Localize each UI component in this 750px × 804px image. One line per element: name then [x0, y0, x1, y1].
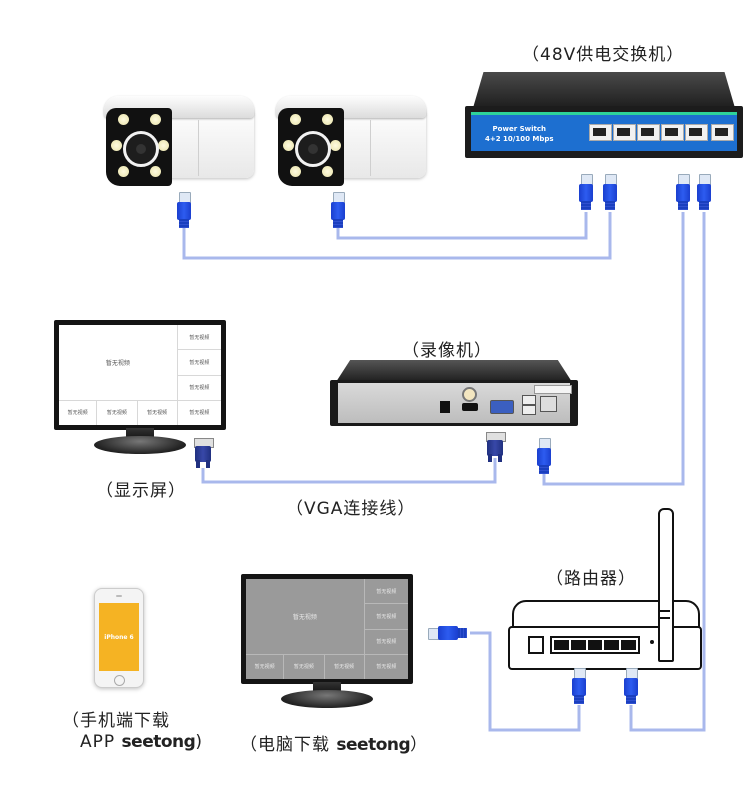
usb-port	[522, 395, 536, 405]
display-label: （显示屏）	[96, 481, 186, 501]
router-power-port	[528, 636, 544, 654]
switch-poe-port	[637, 124, 660, 141]
video-cell: 暂无视频	[364, 604, 408, 629]
phone-app-name: seetong	[121, 732, 196, 752]
switch-panel: Power Switch 4+2 10/100 Mbps	[471, 112, 737, 151]
nvr-vga-plug	[486, 432, 506, 462]
switch-rj45-plug	[603, 174, 617, 210]
video-cell: 暂无视频	[246, 654, 284, 679]
router-rj45-plug	[624, 668, 638, 704]
switch-uplink-port	[685, 124, 708, 141]
video-cell: 暂无视频	[97, 400, 137, 425]
switch-top	[473, 72, 735, 108]
video-cell: 暂无视频	[177, 350, 221, 375]
switch-brand-line2: 4+2 10/100 Mbps	[485, 135, 554, 143]
phone-label-prefix: APP	[80, 732, 122, 752]
cable-vga	[201, 458, 497, 484]
cable-camera1-switch	[182, 212, 612, 260]
pc-rj45-plug	[428, 626, 468, 640]
smartphone: iPhone 6	[94, 588, 144, 688]
video-cell: 暂无视频	[177, 400, 221, 425]
nvr-rj45-plug	[537, 438, 551, 474]
router-ports	[550, 636, 640, 654]
pc-monitor-screen: 暂无视频 暂无视频 暂无视频 暂无视频 暂无视频 暂无视频 暂无视频 暂无视频	[246, 579, 408, 679]
cable-switch-router	[629, 212, 706, 732]
dc-power-port	[440, 401, 450, 413]
switch-rj45-plug	[579, 174, 593, 210]
switch-poe-port	[661, 124, 684, 141]
switch-brand: Power Switch 4+2 10/100 Mbps	[485, 124, 554, 144]
monitor-screen: 暂无视频 暂无视频 暂无视频 暂无视频 暂无视频 暂无视频 暂无视频 暂无视频	[59, 325, 221, 425]
phone-label-suffix: )	[195, 732, 203, 752]
pc-download-label: （电脑下载 seetong）	[240, 730, 428, 755]
router-rj45-plug	[572, 668, 586, 704]
pc-label-suffix: ）	[410, 735, 429, 755]
vga-cable-label: （VGA连接线）	[286, 499, 416, 519]
camera2-rj45-plug	[331, 192, 345, 228]
vga-port	[490, 400, 514, 414]
video-cell: 暂无视频	[324, 654, 364, 679]
nvr-recorder	[330, 360, 578, 430]
nvr-label: （录像机）	[402, 341, 492, 361]
cable-switch-nvr	[542, 212, 685, 486]
switch-label: （48V供电交换机）	[522, 45, 685, 65]
bullet-camera-1	[96, 92, 256, 188]
phone-download-label-line2: APP seetong)	[80, 732, 203, 752]
pc-app-name: seetong	[336, 735, 411, 755]
pc-monitor: 暂无视频 暂无视频 暂无视频 暂无视频 暂无视频 暂无视频 暂无视频 暂无视频	[241, 574, 413, 708]
pc-label-prefix: （电脑下载	[240, 735, 337, 755]
video-cell: 暂无视频	[364, 629, 408, 654]
audio-port	[462, 387, 477, 402]
router-label: （路由器）	[546, 569, 636, 589]
video-cell-main: 暂无视频	[59, 325, 177, 400]
router-antenna	[658, 508, 674, 662]
cable-camera2-switch	[336, 212, 588, 240]
wireless-router	[508, 508, 708, 670]
display-monitor: 暂无视频 暂无视频 暂无视频 暂无视频 暂无视频 暂无视频 暂无视频 暂无视频	[54, 320, 226, 454]
video-cell: 暂无视频	[284, 654, 324, 679]
switch-rj45-plug	[697, 174, 711, 210]
video-cell: 暂无视频	[59, 400, 97, 425]
video-cell-main: 暂无视频	[246, 579, 364, 654]
lan-port	[540, 396, 557, 412]
serial-sticker	[534, 385, 572, 394]
nvr-rear-panel	[338, 383, 572, 423]
hdmi-port	[462, 403, 478, 411]
monitor-vga-plug	[194, 438, 214, 468]
poe-switch: Power Switch 4+2 10/100 Mbps	[465, 72, 743, 168]
switch-poe-port	[589, 124, 612, 141]
usb-port	[522, 405, 536, 415]
switch-uplink-port	[711, 124, 734, 141]
phone-home-button	[114, 675, 125, 686]
camera-face	[106, 108, 172, 186]
cable-pc-router	[470, 631, 581, 732]
camera1-rj45-plug	[177, 192, 191, 228]
bullet-camera-2	[268, 92, 428, 188]
video-cell: 暂无视频	[364, 579, 408, 604]
video-cell: 暂无视频	[177, 375, 221, 400]
switch-poe-port	[613, 124, 636, 141]
switch-front: Power Switch 4+2 10/100 Mbps	[465, 106, 743, 158]
router-reset-button	[650, 640, 654, 644]
video-cell: 暂无视频	[177, 325, 221, 350]
switch-rj45-plug	[676, 174, 690, 210]
camera-face	[278, 108, 344, 186]
video-cell: 暂无视频	[137, 400, 177, 425]
phone-screen: iPhone 6	[99, 603, 139, 671]
phone-download-label-line1: （手机端下载	[62, 711, 170, 731]
video-cell: 暂无视频	[364, 654, 408, 679]
switch-brand-line1: Power Switch	[492, 125, 546, 133]
